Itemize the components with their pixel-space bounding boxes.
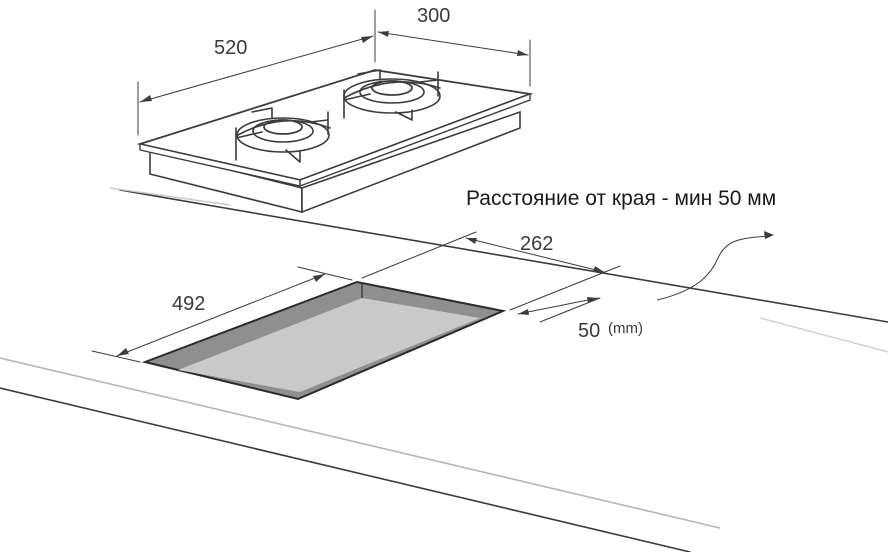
cutout-floor xyxy=(178,298,480,392)
pan-support-right xyxy=(419,71,439,97)
dim-50-ext xyxy=(539,297,601,323)
dim-492-arrow-right xyxy=(313,274,325,282)
cutout xyxy=(141,280,507,401)
dim-50-line xyxy=(517,297,599,315)
dim-unit-label: (mm) xyxy=(608,320,643,337)
pan-support-ring xyxy=(235,119,331,137)
dim-262-arrow-left xyxy=(466,238,477,244)
dim-492-ext-left xyxy=(91,350,141,363)
dim-492-ext-right xyxy=(297,266,353,281)
cutout-dimensions: 492 262 50 (mm) xyxy=(91,231,643,363)
dim-520-arrow-left xyxy=(140,95,152,102)
hob-glass-edge-right xyxy=(299,92,531,188)
edge-distance-note: Расстояние от края - мин 50 мм xyxy=(466,187,776,301)
note-leader-arrow xyxy=(764,231,774,239)
pan-support-left xyxy=(235,127,263,161)
countertop-front-edge xyxy=(0,387,691,552)
dim-50-arrow-left xyxy=(518,309,529,315)
burner-back-right xyxy=(343,69,441,121)
dim-492-line xyxy=(116,273,326,357)
dim-262-label: 262 xyxy=(520,233,553,255)
pan-support-back xyxy=(357,69,381,81)
dim-300-line xyxy=(377,31,529,56)
dim-520-line xyxy=(139,35,374,103)
note-text: Расстояние от края - мин 50 мм xyxy=(466,187,776,210)
burner-front-left xyxy=(235,107,331,163)
countertop-front-bottom-edge xyxy=(0,357,721,529)
dim-50-arrow-right xyxy=(587,297,598,303)
dim-262-arrow-right xyxy=(593,266,604,272)
dim-300-arrow-left xyxy=(378,31,389,37)
dim-492-arrow-left xyxy=(117,348,129,356)
countertop-back-edge-fade xyxy=(109,187,231,206)
pan-support-left xyxy=(343,89,371,119)
hob xyxy=(136,69,534,214)
dim-520-label: 520 xyxy=(214,37,247,59)
dim-50-label: 50 xyxy=(578,320,600,342)
hob-dimensions: 520 300 xyxy=(137,5,531,136)
hob-base-side xyxy=(301,110,521,214)
burner-cap xyxy=(263,119,303,135)
countertop-back-edge xyxy=(119,189,888,323)
pan-support-right xyxy=(309,111,329,135)
pan-support-back xyxy=(251,107,273,119)
countertop-side-edge xyxy=(759,317,888,353)
dim-300-arrow-right xyxy=(517,50,528,56)
pan-support-front xyxy=(395,109,413,121)
dim-262-line xyxy=(465,237,605,273)
dim-262-ext-front xyxy=(509,265,621,311)
pan-support-ring xyxy=(343,81,441,99)
dim-300-label: 300 xyxy=(417,5,450,27)
countertop xyxy=(0,187,888,552)
note-leader-line xyxy=(656,235,771,301)
dim-492-label: 492 xyxy=(172,293,205,315)
dim-520-arrow-right xyxy=(361,36,373,43)
dim-262-ext-back xyxy=(361,231,477,279)
pan-support-front xyxy=(285,149,301,163)
